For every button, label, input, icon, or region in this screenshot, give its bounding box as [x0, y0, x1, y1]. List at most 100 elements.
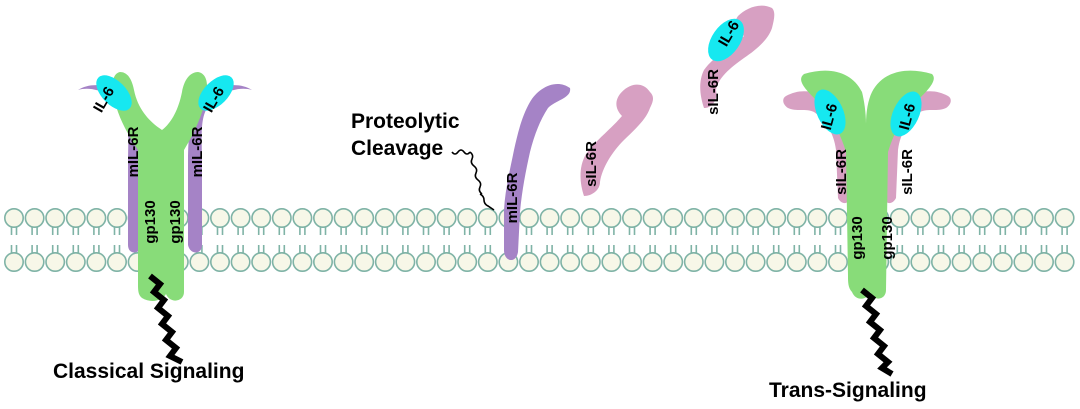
lipid-head [930, 208, 951, 229]
lipid-head [1034, 252, 1055, 273]
lipid-head [992, 252, 1013, 273]
mil6r-left [78, 85, 142, 253]
lipid-head [251, 252, 272, 273]
lipid-head [271, 252, 292, 273]
lipid-head [1034, 208, 1055, 229]
lipid-head [827, 252, 848, 273]
lipid-head [951, 208, 972, 229]
lipid-head [724, 252, 745, 273]
mil6r-label: mIL-6R [125, 126, 142, 177]
cleavage-label: Cleavage [351, 137, 443, 160]
il6-label: IL-6 [896, 102, 919, 132]
lipid-head [436, 208, 457, 229]
lipid-head [1013, 208, 1034, 229]
lipid-head [704, 208, 725, 229]
text-labels: Classical Signaling Trans-Signaling Prot… [53, 18, 927, 402]
lipid-head [560, 252, 581, 273]
classical-signaling-complex [78, 72, 252, 365]
lipid-head [4, 252, 24, 273]
lipid-head [65, 208, 86, 229]
lipid-head [621, 252, 642, 273]
lipid-head [230, 208, 251, 229]
mil6r-label: mIL-6R [504, 172, 521, 223]
lipid-head [333, 208, 354, 229]
lipid-head [395, 252, 416, 273]
il6-classical-right [198, 75, 234, 111]
lipid-head [1054, 252, 1075, 273]
lipid-head [333, 252, 354, 273]
lipid-head [292, 208, 313, 229]
lipid-head [889, 252, 910, 273]
lipid-head [910, 252, 931, 273]
lipid-head [210, 208, 231, 229]
lipid-head [889, 208, 910, 229]
gp130-trans [801, 70, 934, 299]
zigzag-signal-icon [148, 273, 184, 365]
lipid-head [560, 208, 581, 229]
lipid-head [24, 252, 45, 273]
gp130-classical [112, 72, 208, 301]
lipid-head [786, 252, 807, 273]
lipid-head [1013, 252, 1034, 273]
lipid-head [415, 208, 436, 229]
zigzag-signal-icon [860, 287, 894, 377]
lipid-head [210, 252, 231, 273]
lipid-head [724, 208, 745, 229]
mil6r-cleaved [504, 83, 571, 261]
lipid-head [786, 208, 807, 229]
lipid-head [312, 208, 333, 229]
lipid-head [745, 252, 766, 273]
lipid-head [642, 208, 663, 229]
lipid-head [189, 252, 210, 273]
lipid-head [518, 252, 539, 273]
cleavage-group [451, 83, 653, 261]
mil6r-label: mIL-6R [189, 126, 206, 177]
lipid-head [271, 208, 292, 229]
lipid-head [683, 252, 704, 273]
lipid-head [992, 208, 1013, 229]
lipid-head [457, 208, 478, 229]
lipid-head [354, 208, 375, 229]
lipid-head [374, 208, 395, 229]
sil6r-released [580, 84, 653, 196]
lipid-head [704, 252, 725, 273]
sil6r-label: sIL-6R [705, 69, 722, 115]
lipid-head [621, 208, 642, 229]
lipid-head [1054, 208, 1075, 229]
lipid-head [107, 252, 128, 273]
proteolytic-label: Proteolytic [351, 110, 460, 133]
il6-trans-right [890, 91, 922, 137]
lipid-head [745, 208, 766, 229]
mil6r-right [188, 85, 252, 253]
il6-label: IL-6 [818, 102, 841, 132]
lipid-head [663, 252, 684, 273]
gp130-label: gp130 [142, 200, 159, 243]
lipid-head [972, 208, 993, 229]
lipid-head [642, 252, 663, 273]
wavy-tether-icon [451, 149, 495, 211]
trans-signaling-label: Trans-Signaling [769, 379, 927, 402]
classical-signaling-label: Classical Signaling [53, 360, 244, 383]
trans-signaling-complex [783, 70, 951, 377]
lipid-head [601, 252, 622, 273]
lipid-head [312, 252, 333, 273]
lipid-head [539, 252, 560, 273]
il6-trans-left [814, 89, 846, 135]
sil6r-free [700, 5, 775, 108]
lipid-head [86, 252, 107, 273]
lipid-head [766, 208, 787, 229]
lipid-head [292, 252, 313, 273]
il6-classical-left [96, 75, 132, 111]
lipid-head [663, 208, 684, 229]
lipid-head [518, 208, 539, 229]
lipid-head [24, 208, 45, 229]
lipid-head [539, 208, 560, 229]
lipid-head [683, 208, 704, 229]
lipid-head [766, 252, 787, 273]
gp130-label: gp130 [849, 216, 866, 259]
sil6r-label: sIL-6R [833, 149, 850, 195]
free-complex [700, 5, 775, 108]
lipid-head [415, 252, 436, 273]
